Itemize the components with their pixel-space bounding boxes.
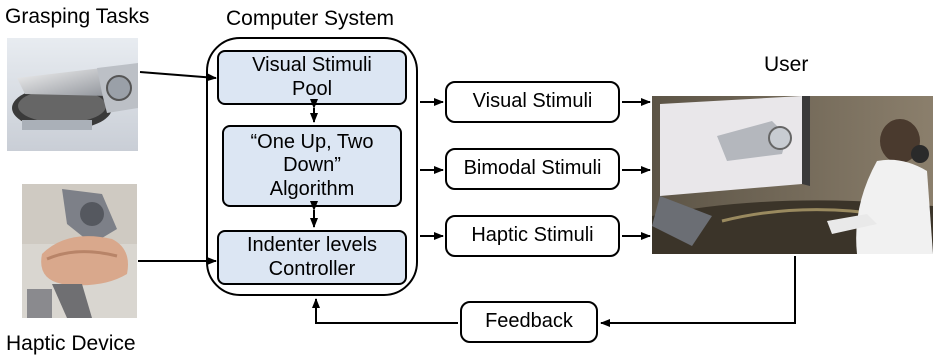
user-label: User [764,53,809,76]
arrow-user-to-feedback [600,256,796,327]
indenter-line-1: Indenter levels [246,233,378,256]
algorithm-line-3: Algorithm [269,177,355,200]
computer-system-label: Computer System [226,7,395,30]
feedback-box: Feedback [460,301,598,343]
haptic-stimuli-output: Haptic Stimuli [445,215,620,257]
visual-stimuli-output: Visual Stimuli [445,81,620,123]
algorithm-line-2: Down” [283,154,341,177]
visual-pool-line-2: Pool [291,77,333,100]
haptic-device-label: Haptic Device [6,332,136,355]
haptic-device-image [22,184,137,318]
algorithm-line-1: “One Up, Two [250,130,374,153]
computer-system-container [206,37,418,296]
grasping-task-image [7,38,138,151]
arrow-feedback-to-system [312,298,458,324]
arrow-grasping-to-pool [139,71,217,82]
visual-pool-line-1: Visual Stimuli [252,53,372,76]
grasping-tasks-label: Grasping Tasks [5,5,150,28]
indenter-line-2: Controller [268,257,356,280]
user-image [652,96,933,254]
bimodal-stimuli-output: Bimodal Stimuli [445,148,620,190]
